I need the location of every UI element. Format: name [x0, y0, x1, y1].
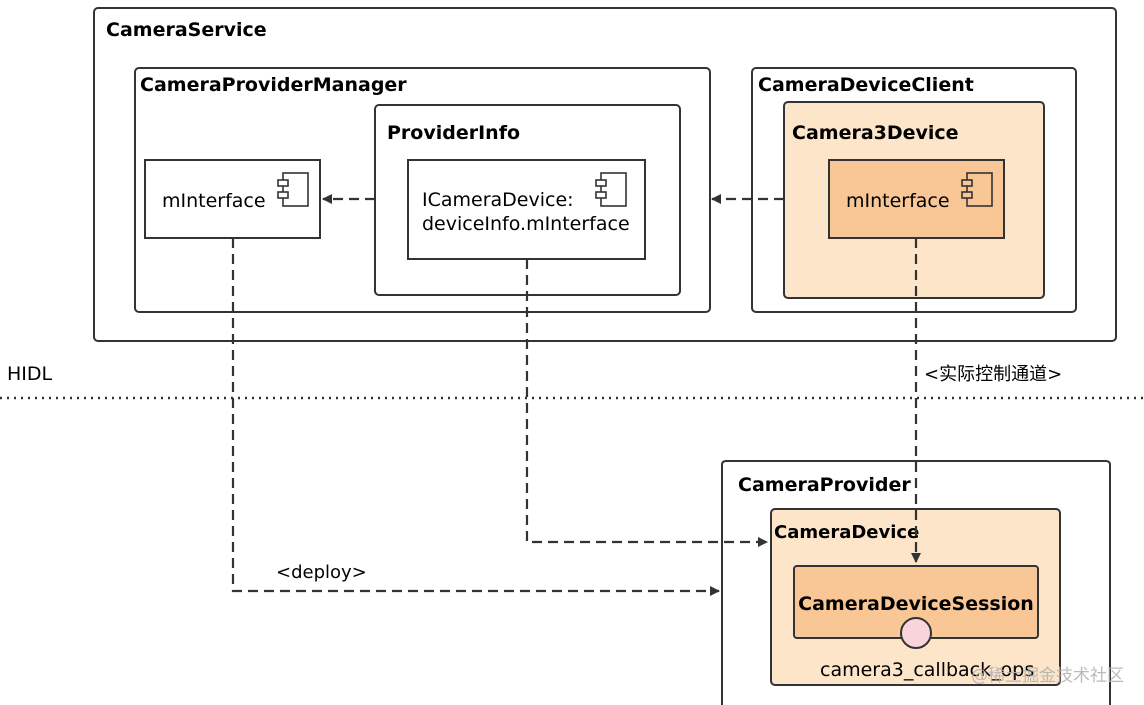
camera-provider-manager-title: CameraProviderManager: [140, 74, 407, 96]
camera3-minterface-label: mInterface: [846, 190, 950, 212]
camera-device-session-title: CameraDeviceSession: [798, 593, 1034, 615]
camera-service-title: CameraService: [106, 19, 267, 41]
manager-minterface-component: mInterface: [144, 159, 321, 239]
control-channel-label: <实际控制通道>: [924, 364, 1062, 385]
component-icon: [595, 172, 627, 207]
hidl-separator: HIDL: [0, 363, 1144, 400]
camera-provider-title: CameraProvider: [738, 474, 911, 496]
manager-minterface-label: mInterface: [162, 190, 266, 212]
icamera-device-line2: deviceInfo.mInterface: [422, 213, 630, 235]
icamera-device-line1: ICameraDevice:: [422, 189, 574, 211]
arrow-deploy: [231, 238, 720, 596]
camera3-device-title: Camera3Device: [792, 122, 959, 144]
icamera-device-component: ICameraDevice: deviceInfo.mInterface: [407, 159, 646, 260]
camera-device-client-title: CameraDeviceClient: [758, 74, 974, 96]
hidl-label: HIDL: [7, 363, 53, 385]
camera-device-title: CameraDevice: [774, 522, 919, 543]
provider-info-title: ProviderInfo: [387, 122, 520, 144]
lollipop-interface-icon: [900, 617, 932, 649]
dependency-arrows: [231, 194, 921, 596]
component-icon: [277, 172, 309, 207]
deploy-label: <deploy>: [276, 562, 367, 583]
camera3-minterface-component: mInterface: [828, 159, 1005, 239]
callback-ops-label: camera3_callback_ops: [820, 659, 1034, 681]
component-icon: [961, 172, 993, 207]
watermark-label: @稀土掘金技术社区: [971, 666, 1124, 686]
